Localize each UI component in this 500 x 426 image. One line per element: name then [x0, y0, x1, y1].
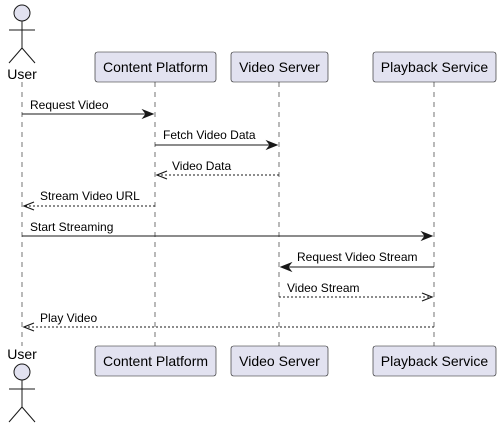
message-request-video: Request Video — [22, 98, 155, 120]
arrowhead-open — [155, 170, 168, 180]
participant-playback-service-bottom: Playback Service — [372, 345, 497, 377]
participant-label-playback-service: Playback Service — [381, 353, 489, 369]
arrowhead-filled — [420, 230, 434, 242]
message-label: Video Stream — [287, 281, 360, 295]
actor-label-user: User — [7, 346, 37, 362]
participant-label-content-platform: Content Platform — [103, 59, 208, 75]
arrowhead-filled — [279, 261, 293, 273]
arrowhead-filled — [265, 139, 279, 151]
participant-content-platform-top: Content Platform — [94, 51, 217, 83]
participant-video-server-bottom: Video Server — [230, 345, 329, 377]
message-request-video-stream: Request Video Stream — [279, 250, 434, 273]
actor-user-top: User — [7, 4, 37, 82]
message-label: Start Streaming — [30, 220, 113, 234]
participant-playback-service-top: Playback Service — [372, 51, 497, 83]
participant-label-video-server: Video Server — [239, 59, 320, 75]
message-fetch-video-data: Fetch Video Data — [155, 128, 279, 151]
message-label: Request Video Stream — [297, 250, 418, 264]
arrowhead-open — [421, 292, 434, 302]
arrowhead-filled — [141, 108, 155, 120]
arrowhead-open — [22, 322, 35, 332]
message-start-streaming: Start Streaming — [22, 220, 434, 242]
participant-label-video-server: Video Server — [239, 353, 320, 369]
participant-video-server-top: Video Server — [230, 51, 329, 83]
participant-content-platform-bottom: Content Platform — [94, 345, 217, 377]
arrowhead-open — [22, 201, 35, 211]
message-label: Video Data — [172, 159, 231, 173]
participant-label-content-platform: Content Platform — [103, 353, 208, 369]
message-video-data: Video Data — [155, 159, 279, 180]
message-video-stream: Video Stream — [279, 281, 434, 302]
actor-stick-figure-icon — [8, 4, 36, 64]
message-stream-video-url: Stream Video URL — [22, 189, 155, 211]
participant-label-playback-service: Playback Service — [381, 59, 489, 75]
message-label: Request Video — [30, 98, 109, 112]
actor-stick-figure-icon — [8, 363, 36, 423]
message-play-video: Play Video — [22, 311, 434, 332]
message-label: Fetch Video Data — [163, 128, 256, 142]
message-label: Play Video — [40, 311, 97, 325]
actor-label-user: User — [7, 66, 37, 82]
message-label: Stream Video URL — [40, 189, 140, 203]
actor-user-bottom: User — [7, 346, 37, 423]
